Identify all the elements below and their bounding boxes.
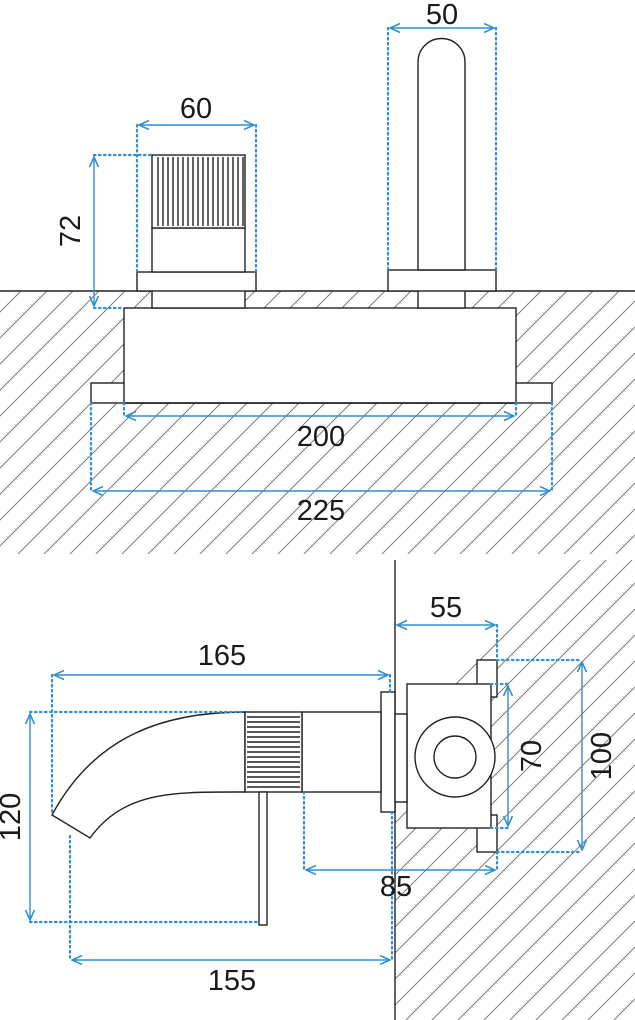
hatch-line (405, 790, 635, 1020)
dim-plate-width: 225 (297, 495, 345, 527)
hatch-line (563, 482, 635, 554)
hatch-line (483, 868, 635, 1020)
handle-lever (258, 791, 268, 926)
wall-adapter (394, 713, 408, 803)
hatch-line (535, 920, 635, 1020)
hatch-line (433, 352, 635, 554)
handle-body (151, 227, 246, 273)
dim-spout-drop: 120 (0, 793, 27, 841)
hatch-line (225, 291, 490, 554)
dim-inner-box-width: 200 (297, 421, 345, 453)
dim-spout-reach: 165 (198, 640, 246, 672)
hatch-line (381, 300, 635, 554)
hatch-line (395, 712, 635, 954)
hatch-line (561, 946, 635, 1020)
dim-handle-height: 72 (55, 215, 87, 247)
handle-stem (151, 289, 246, 309)
handle-knurling (157, 157, 244, 226)
spout-neck (301, 711, 382, 793)
side-view: 165 120 155 55 70 100 85 (0, 540, 635, 1020)
spout-curved-body (51, 711, 246, 839)
hatch-line (329, 291, 594, 554)
dim-handle-width: 60 (180, 93, 212, 125)
hatch-line (0, 291, 48, 339)
wall-rosette (380, 691, 396, 813)
hatch-line (511, 430, 635, 554)
hatch-line (277, 291, 542, 554)
hatch-line (395, 764, 635, 1006)
dim-box-depth: 55 (430, 592, 462, 624)
concealed-box (123, 307, 517, 404)
dim-plate-height-inner: 70 (516, 740, 548, 772)
hatch-line (0, 291, 74, 365)
spout-stem (417, 289, 466, 309)
hatch-line (0, 291, 100, 391)
hatch-line (431, 816, 635, 1020)
side-handle-knurling (247, 716, 300, 788)
hatch-line (509, 894, 635, 1020)
hatch-line (251, 291, 516, 554)
hatch-line (459, 378, 635, 554)
hatch-line (620, 540, 635, 1020)
hatch-line (395, 560, 607, 772)
hatch-line (457, 842, 635, 1020)
handle-rosette (136, 271, 257, 292)
dim-plate-height-outer: 100 (586, 732, 618, 780)
hatch-line (589, 508, 635, 554)
spout-body (417, 37, 466, 271)
hatch-line (485, 404, 635, 554)
hatch-line (303, 291, 568, 554)
hatch-line (0, 291, 126, 417)
hatch-line (0, 291, 22, 313)
dim-spout-width: 50 (426, 0, 458, 31)
dim-wall-to-tip: 155 (208, 965, 256, 997)
dim-handle-to-box: 85 (380, 871, 412, 903)
hatch-line (355, 291, 620, 554)
hatch-line (537, 456, 635, 554)
hatch-line (395, 686, 635, 928)
hatch-line (0, 260, 26, 560)
spout-rosette (387, 269, 497, 292)
valve-inner-ring (433, 735, 477, 779)
front-view: 60 50 72 200 225 (0, 0, 635, 560)
hatch-line (395, 560, 581, 746)
